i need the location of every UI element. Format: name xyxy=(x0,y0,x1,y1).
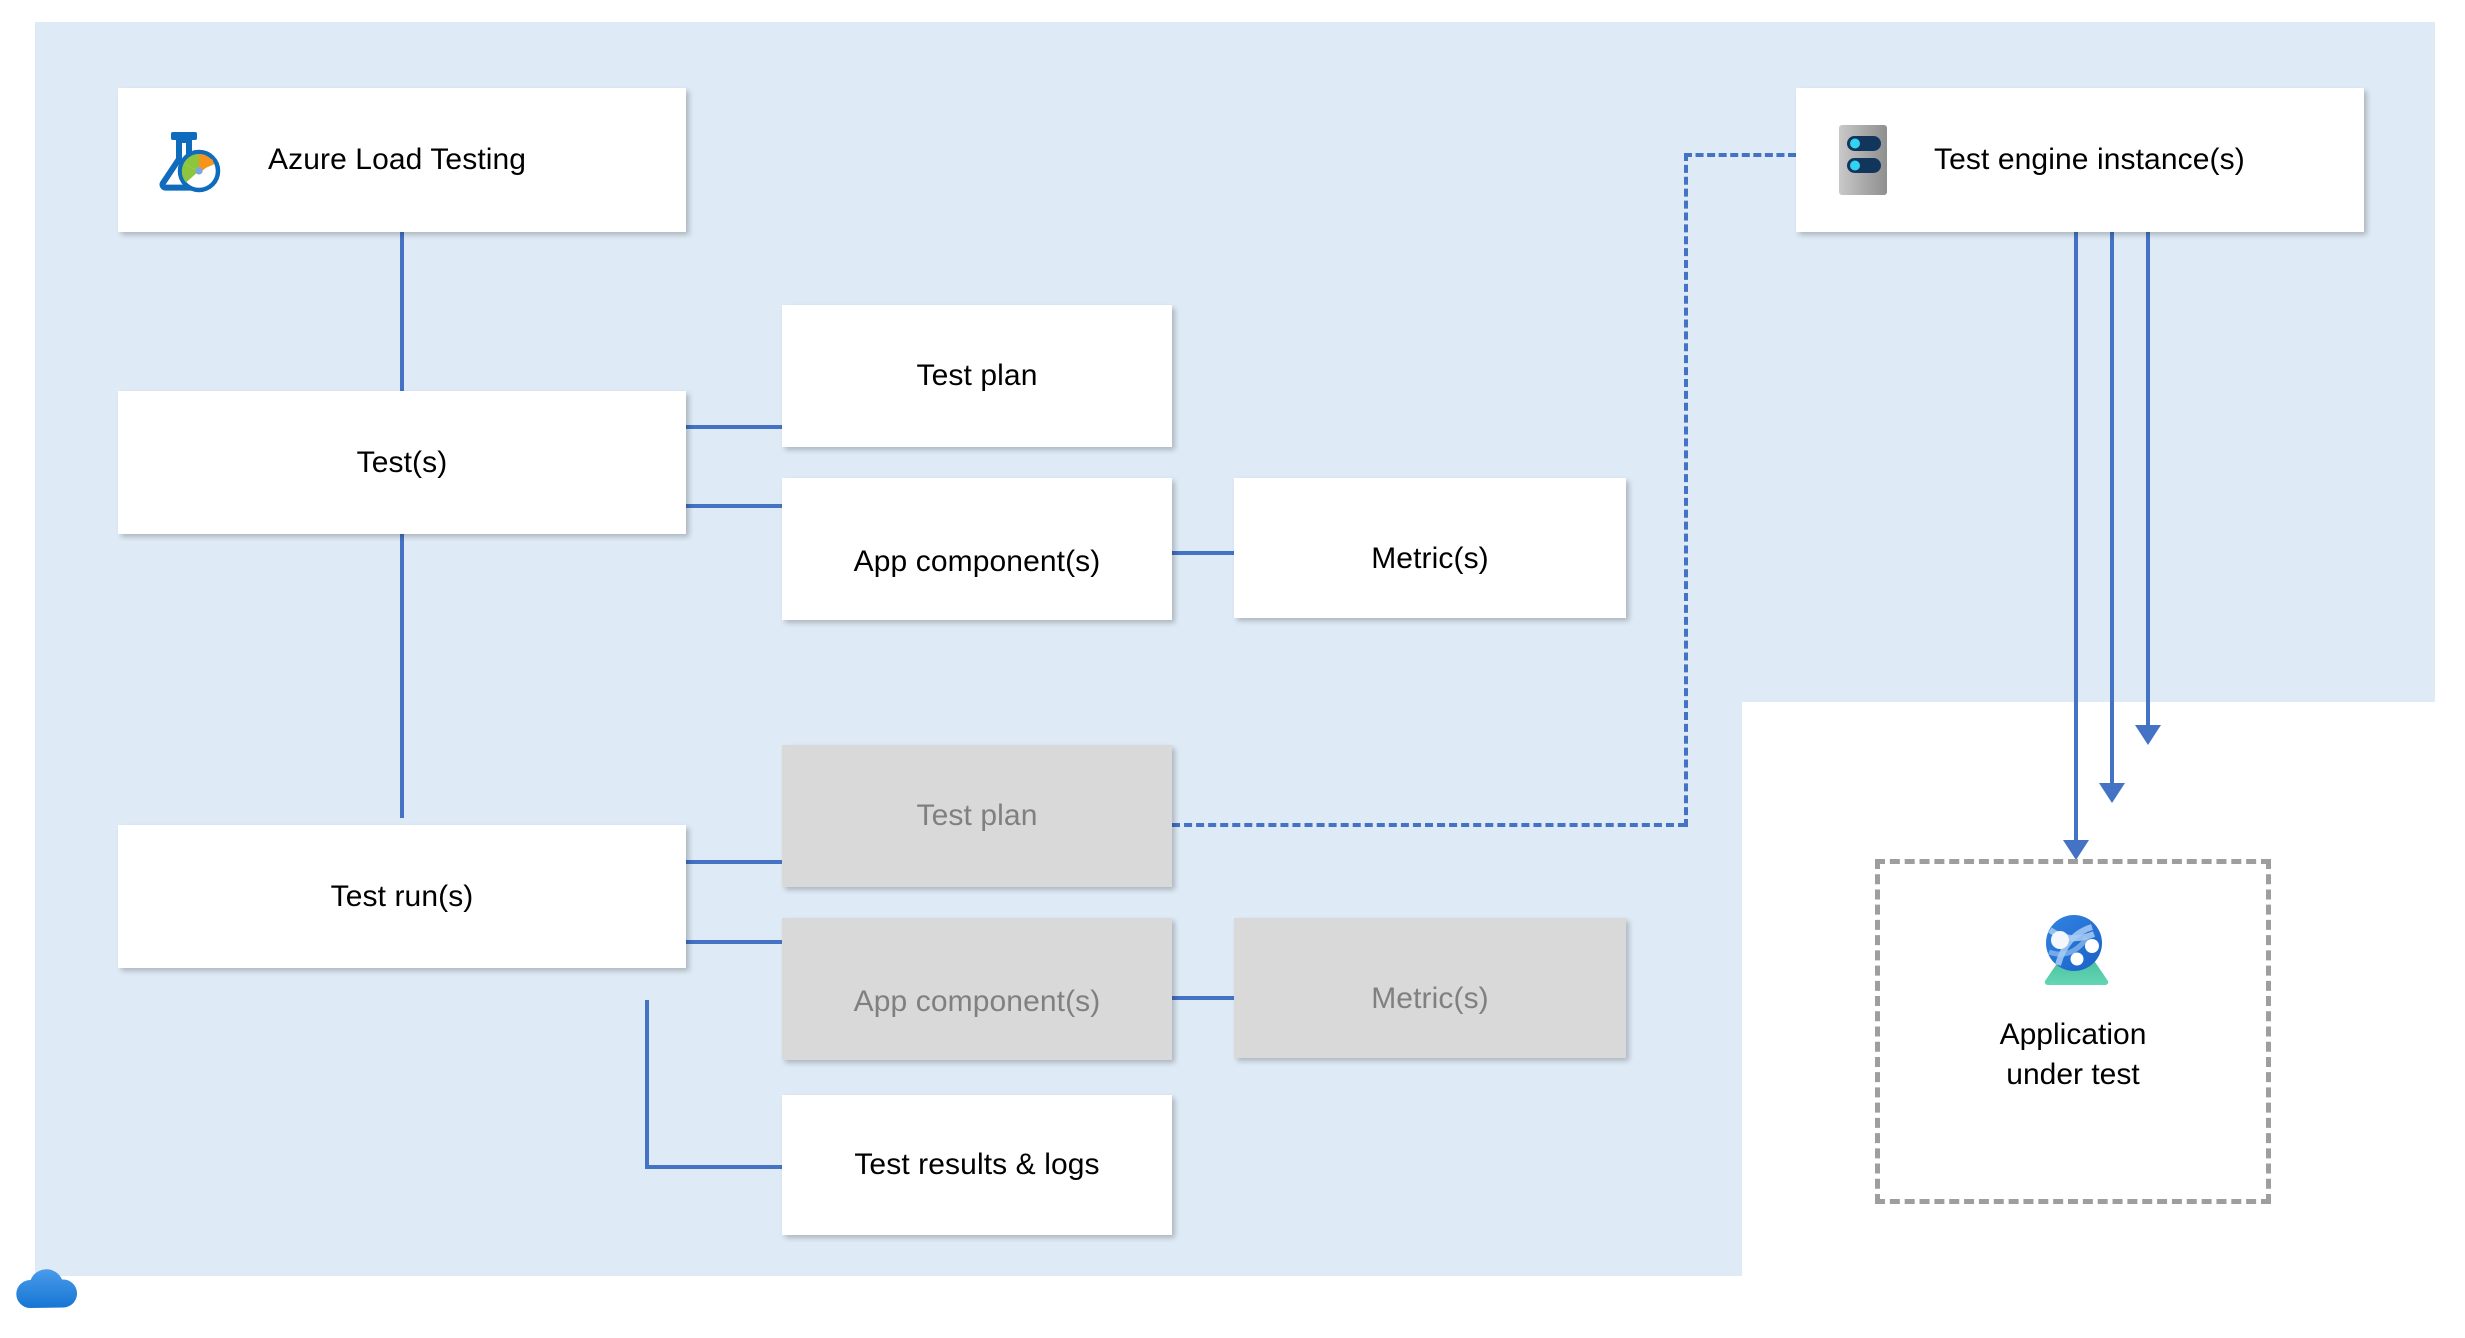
node-metrics[interactable]: Metric(s) xyxy=(1234,478,1626,618)
node-test-results-label: Test results & logs xyxy=(854,1148,1100,1181)
connector-testplan-to-engine-horizontal-lower xyxy=(1172,823,1686,827)
node-metrics-run[interactable]: Metric(s) xyxy=(1234,918,1626,1058)
node-azure-load-testing-label: Azure Load Testing xyxy=(268,143,527,176)
connector-testruns-to-results-horizontal xyxy=(645,1165,782,1169)
connector-tests-to-testruns xyxy=(400,534,404,818)
connector-appcomponents-to-metrics xyxy=(1172,551,1234,555)
connector-service-to-tests xyxy=(400,232,404,392)
node-test-plan[interactable]: Test plan xyxy=(782,305,1172,447)
node-test-plan-run[interactable]: Test plan xyxy=(782,745,1172,887)
node-test-engine[interactable]: Test engine instance(s) xyxy=(1796,88,2364,232)
node-app-under-test-label: Application under test xyxy=(1999,1018,2147,1091)
azure-load-testing-icon xyxy=(150,123,224,197)
connector-testplan-to-engine-vertical xyxy=(1684,153,1688,827)
connector-tests-to-testplan xyxy=(686,425,782,429)
connector-engine-to-app-arrow-3-head xyxy=(2135,725,2161,745)
node-test-runs-label: Test run(s) xyxy=(330,879,474,913)
node-app-under-test[interactable]: Application under test xyxy=(1875,897,2271,1094)
node-tests[interactable]: Test(s) xyxy=(118,391,686,534)
node-azure-load-testing[interactable]: Azure Load Testing xyxy=(118,88,686,232)
node-test-plan-run-label: Test plan xyxy=(916,799,1038,832)
connector-engine-to-app-arrow-3-stem xyxy=(2146,232,2150,725)
azure-cloud-icon xyxy=(12,1258,82,1312)
connector-testruns-to-testplan-run xyxy=(686,860,782,864)
node-test-engine-label: Test engine instance(s) xyxy=(1934,143,2245,176)
node-test-results[interactable]: Test results & logs xyxy=(782,1095,1172,1235)
node-app-components-run-label: App component(s) xyxy=(853,985,1101,1018)
application-globe-icon xyxy=(2025,897,2121,993)
connector-testruns-to-appcomponents-run xyxy=(686,940,782,944)
connector-testplan-to-engine-horizontal-upper xyxy=(1684,153,1796,157)
connector-engine-to-app-arrow-2-head xyxy=(2099,783,2125,803)
node-test-runs[interactable]: Test run(s) xyxy=(118,825,686,968)
node-app-components-label: App component(s) xyxy=(853,545,1101,578)
node-tests-label: Test(s) xyxy=(356,445,448,479)
connector-testruns-to-results-vertical xyxy=(645,1000,649,1165)
connector-engine-to-app-arrow-1-head xyxy=(2063,840,2089,860)
connector-engine-to-app-arrow-1-stem xyxy=(2074,232,2078,840)
connector-appcomponents-run-to-metrics-run xyxy=(1172,996,1234,1000)
connector-tests-to-appcomponents xyxy=(686,504,782,508)
node-app-components-run[interactable]: App component(s) xyxy=(782,918,1172,1060)
connector-engine-to-app-arrow-2-stem xyxy=(2110,232,2114,783)
node-metrics-label: Metric(s) xyxy=(1371,542,1489,575)
test-engine-icon xyxy=(1834,123,1892,197)
node-metrics-run-label: Metric(s) xyxy=(1371,982,1489,1015)
node-app-components[interactable]: App component(s) xyxy=(782,478,1172,620)
application-under-test-boundary xyxy=(1875,859,2271,1204)
node-test-plan-label: Test plan xyxy=(916,359,1038,392)
